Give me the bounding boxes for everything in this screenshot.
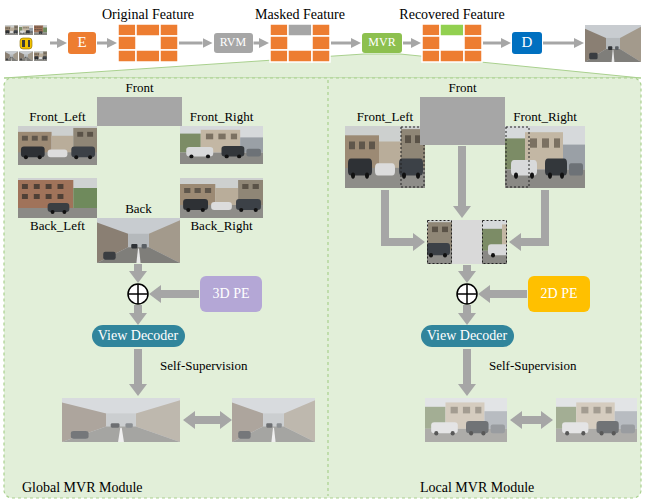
feature-map: Masked Feature — [270, 24, 330, 62]
node-label: Original Feature — [102, 7, 194, 23]
node-label: 3D PE — [213, 286, 250, 302]
node-label: Front_Right — [513, 110, 577, 125]
feature-map: Recovered Feature — [422, 24, 482, 62]
decoder-box: D — [512, 32, 542, 54]
camera-view: Back_Right — [180, 178, 263, 218]
node-label: 2D PE — [541, 286, 578, 302]
node-label: Global MVR Module — [22, 480, 143, 496]
node-label: Masked Feature — [255, 7, 345, 23]
masked-view: Front — [420, 97, 505, 145]
flow-arrow — [331, 42, 351, 45]
node-label: RVM — [220, 36, 246, 50]
flow-arrow — [483, 42, 501, 45]
node-label: View Decoder — [427, 328, 507, 344]
camera-view: Front_Right — [505, 126, 585, 188]
block-arrows — [385, 146, 545, 420]
module-panel: Global MVR ModuleFrontFront_LeftFront_Ri… — [4, 78, 328, 498]
decoder-box: View Decoder — [421, 325, 514, 347]
feature-grid — [422, 24, 482, 62]
feature-map: Original Feature — [118, 24, 178, 62]
camera-view: Back_Left — [18, 178, 97, 218]
add-symbol — [457, 284, 477, 304]
node-label: Front — [448, 81, 476, 96]
flow-arrow — [543, 42, 574, 45]
flow-arrow — [179, 42, 203, 45]
node-label: MVR — [368, 36, 395, 50]
position-embedding-box: 2D PE — [528, 276, 590, 312]
camera-view: Back — [97, 218, 180, 263]
annotation-label: Self-Supervision — [160, 359, 247, 374]
position-embedding-box: 3D PE — [200, 276, 262, 312]
module-box: MVR — [362, 33, 402, 53]
reconstructed-views — [62, 398, 315, 442]
node-label: E — [77, 34, 86, 51]
reconstructed-views — [425, 398, 637, 442]
input-views — [5, 25, 47, 61]
add-symbol — [128, 284, 148, 304]
camera-view: Front_Left — [18, 126, 97, 165]
annotation-label: Self-Supervision — [489, 359, 576, 374]
camera-view: Front_Right — [180, 126, 263, 164]
masking-box: RVM — [214, 33, 253, 53]
flow-arrow — [97, 42, 107, 45]
node-label: Back — [125, 202, 152, 217]
node-label: Back_Right — [190, 219, 252, 234]
encoder-box: E — [68, 32, 96, 54]
output-view — [585, 25, 641, 62]
module-panel-ground — [4, 78, 641, 498]
flow-arrow — [50, 42, 57, 45]
masked-view: Front — [97, 97, 182, 126]
node-label: View Decoder — [98, 328, 178, 344]
node-label: Front_Right — [190, 110, 254, 125]
node-label: Recovered Feature — [399, 7, 504, 23]
node-label: D — [522, 34, 533, 51]
feature-grid — [118, 24, 178, 62]
flow-arrow — [403, 42, 411, 45]
camera-views — [18, 126, 263, 263]
flow-arrow — [254, 42, 260, 45]
decoder-box: View Decoder — [92, 325, 185, 347]
panel-divider — [327, 80, 328, 496]
camera-view: Front_Left — [345, 126, 425, 188]
feature-grid — [270, 24, 330, 62]
node-label: Back_Left — [30, 219, 85, 234]
node-label: Front_Left — [29, 110, 85, 125]
node-label: Front — [125, 81, 153, 96]
node-label: Local MVR Module — [420, 480, 534, 496]
node-label: Front_Left — [357, 110, 413, 125]
module-panel: Local MVR ModuleFrontFront_LeftFront_Rig… — [328, 78, 641, 498]
